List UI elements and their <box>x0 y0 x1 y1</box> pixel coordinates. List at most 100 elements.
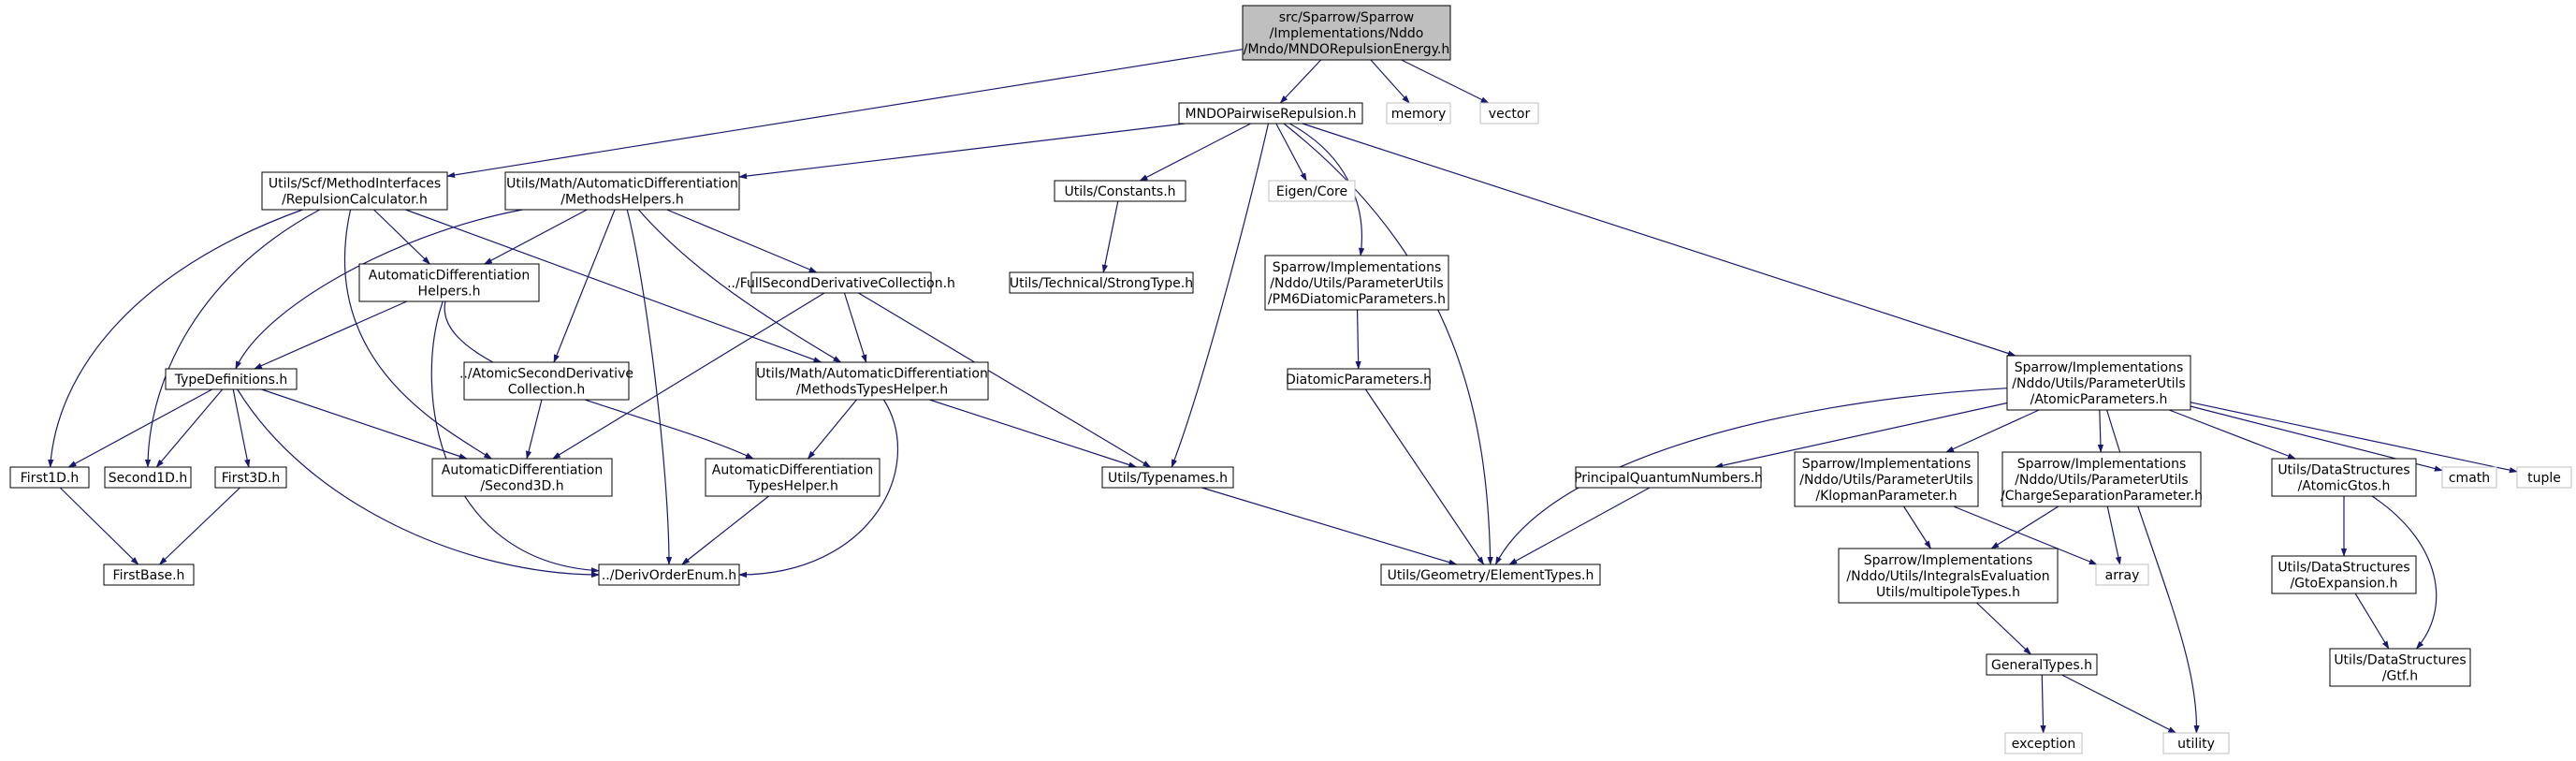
node-mndo-pairwise[interactable]: MNDOPairwiseRepulsion.h <box>1178 102 1363 124</box>
node-atomic-params[interactable]: Sparrow/Implementations/Nddo/Utils/Param… <box>2006 355 2191 411</box>
edge-atomic_params-to-pqn <box>1714 402 2008 469</box>
node-ad-second3d[interactable]: AutomaticDifferentiation/Second3D.h <box>431 458 613 497</box>
node-label: tuple <box>2527 471 2561 486</box>
node-label: Utils/DataStructures <box>2334 653 2466 668</box>
edge-typenames-to-element_types <box>1201 487 1458 565</box>
node-label: /Implementations/Nddo <box>1270 26 1424 41</box>
node-first3d[interactable]: First3D.h <box>214 466 287 489</box>
node-box <box>1178 102 1363 124</box>
node-box <box>1386 102 1451 124</box>
node-label: Utils/Geometry/ElementTypes.h <box>1388 568 1594 583</box>
edge-atomic_params-to-atomic_gtos <box>2169 409 2296 460</box>
node-box <box>1838 548 2059 604</box>
node-label: src/Sparrow/Sparrow <box>1279 10 1415 25</box>
node-box <box>1794 451 1979 507</box>
node-label: Collection.h <box>508 383 586 398</box>
node-deriv-order[interactable]: ../DerivOrderEnum.h <box>598 563 740 586</box>
node-label: Sparrow/Implementations <box>1802 457 1972 472</box>
node-box <box>2004 732 2083 754</box>
node-type-definitions[interactable]: TypeDefinitions.h <box>165 368 298 390</box>
edge-methods_helpers-to-ad_helpers <box>483 209 588 265</box>
node-charge-sep[interactable]: Sparrow/Implementations/Nddo/Utils/Param… <box>2001 451 2203 507</box>
node-label: /Nddo/Utils/IntegralsEvaluation <box>1846 569 2049 584</box>
node-diatomic-params[interactable]: DiatomicParameters.h <box>1286 368 1432 390</box>
edge-full_second-to-typenames <box>858 292 1152 468</box>
edge-ad_helpers-to-type_definitions <box>254 300 407 370</box>
node-label: Utils/DataStructures <box>2278 561 2409 576</box>
node-klopman[interactable]: Sparrow/Implementations/Nddo/Utils/Param… <box>1794 451 1979 507</box>
edge-methods_types_helper-to-deriv_order <box>738 399 899 578</box>
node-label: First1D.h <box>21 471 79 486</box>
node-methods-types-helper[interactable]: Utils/Math/AutomaticDifferentiation/Meth… <box>755 361 989 401</box>
node-label: TypesHelper.h <box>746 479 838 494</box>
node-box <box>755 361 989 401</box>
node-box <box>2095 563 2149 586</box>
node-box <box>431 458 613 497</box>
node-label: Sparrow/Implementations <box>1273 260 1442 275</box>
node-full-second[interactable]: ../FullSecondDerivativeCollection.h <box>727 271 955 294</box>
node-box <box>358 263 540 302</box>
node-box <box>2271 555 2417 594</box>
node-label: /Nddo/Utils/ParameterUtils <box>2015 473 2188 488</box>
node-label: Utils/DataStructures <box>2278 463 2409 478</box>
edge-mndo_pairwise-to-constants <box>1139 123 1251 182</box>
edge-diatomic_params-to-element_types <box>1364 388 1485 565</box>
edge-root-to-repulsion_calc <box>446 49 1244 179</box>
edge-root-to-vector <box>1401 59 1490 104</box>
node-first-base[interactable]: FirstBase.h <box>103 563 195 586</box>
node-box <box>2001 451 2202 507</box>
node-gtf[interactable]: Utils/DataStructures/Gtf.h <box>2329 648 2471 687</box>
node-box <box>103 563 195 586</box>
edge-repulsion_calc-to-first1d <box>48 209 303 468</box>
edge-first1d-to-first_base <box>59 487 139 565</box>
node-box <box>2271 458 2417 497</box>
edge-type_definitions-to-deriv_order <box>237 388 600 578</box>
node-label: Sparrow/Implementations <box>1864 553 2033 568</box>
edge-general_types-to-utility <box>2061 674 2177 734</box>
node-element-types[interactable]: Utils/Geometry/ElementTypes.h <box>1380 563 1601 586</box>
node-general-types[interactable]: GeneralTypes.h <box>1986 653 2098 676</box>
node-box <box>1264 255 1449 311</box>
edge-type_definitions-to-first3d <box>232 388 251 468</box>
edge-charge_sep-to-array <box>2106 505 2122 565</box>
node-label: Utils/Constants.h <box>1064 184 1175 199</box>
node-box <box>2516 466 2572 489</box>
node-first1d[interactable]: First1D.h <box>9 466 90 489</box>
node-multipole[interactable]: Sparrow/Implementations/Nddo/Utils/Integ… <box>1838 548 2059 604</box>
edge-methods_helpers-to-atomic_second <box>553 209 616 363</box>
node-box <box>261 171 448 211</box>
node-constants[interactable]: Utils/Constants.h <box>1054 180 1186 202</box>
node-label: Utils/Scf/MethodInterfaces <box>269 177 441 192</box>
edge-atomic_params-to-klopman <box>1945 409 2040 453</box>
node-pqn[interactable]: PrincipalQuantumNumbers.h <box>1574 466 1763 489</box>
node-gto-expansion[interactable]: Utils/DataStructures/GtoExpansion.h <box>2271 555 2417 594</box>
node-typenames[interactable]: Utils/Typenames.h <box>1101 466 1234 489</box>
node-root[interactable]: src/Sparrow/Sparrow/Implementations/Nddo… <box>1242 5 1451 61</box>
edge-methods_helpers-to-type_definitions <box>235 209 523 370</box>
node-label: Eigen/Core <box>1276 184 1347 199</box>
node-label: Utils/Math/AutomaticDifferentiation <box>506 177 738 192</box>
node-methods-helpers[interactable]: Utils/Math/AutomaticDifferentiation/Meth… <box>504 171 740 211</box>
edge-methods_helpers-to-deriv_order <box>626 209 673 565</box>
node-label: /GtoExpansion.h <box>2290 577 2397 592</box>
edge-full_second-to-methods_types_helper <box>843 292 867 363</box>
edge-first3d-to-first_base <box>158 487 240 565</box>
node-box <box>504 171 740 211</box>
node-box <box>1986 653 2098 676</box>
edge-full_second-to-ad_second3d <box>552 292 825 460</box>
node-label: ../AtomicSecondDerivative <box>459 367 633 382</box>
edge-pqn-to-element_types <box>1508 487 1651 565</box>
node-pm6-params[interactable]: Sparrow/Implementations/Nddo/Utils/Param… <box>1264 255 1449 311</box>
node-box <box>705 458 880 497</box>
node-repulsion-calc[interactable]: Utils/Scf/MethodInterfaces/RepulsionCalc… <box>261 171 448 211</box>
edge-gto_expansion-to-gtf <box>2354 593 2390 650</box>
node-second1d[interactable]: Second1D.h <box>104 466 192 489</box>
node-box <box>1268 180 1356 202</box>
node-strong-type[interactable]: Utils/Technical/StrongType.h <box>1009 271 1194 294</box>
node-box <box>2162 732 2230 754</box>
node-label: AutomaticDifferentiation <box>712 463 873 478</box>
node-atomic-gtos[interactable]: Utils/DataStructures/AtomicGtos.h <box>2271 458 2417 497</box>
